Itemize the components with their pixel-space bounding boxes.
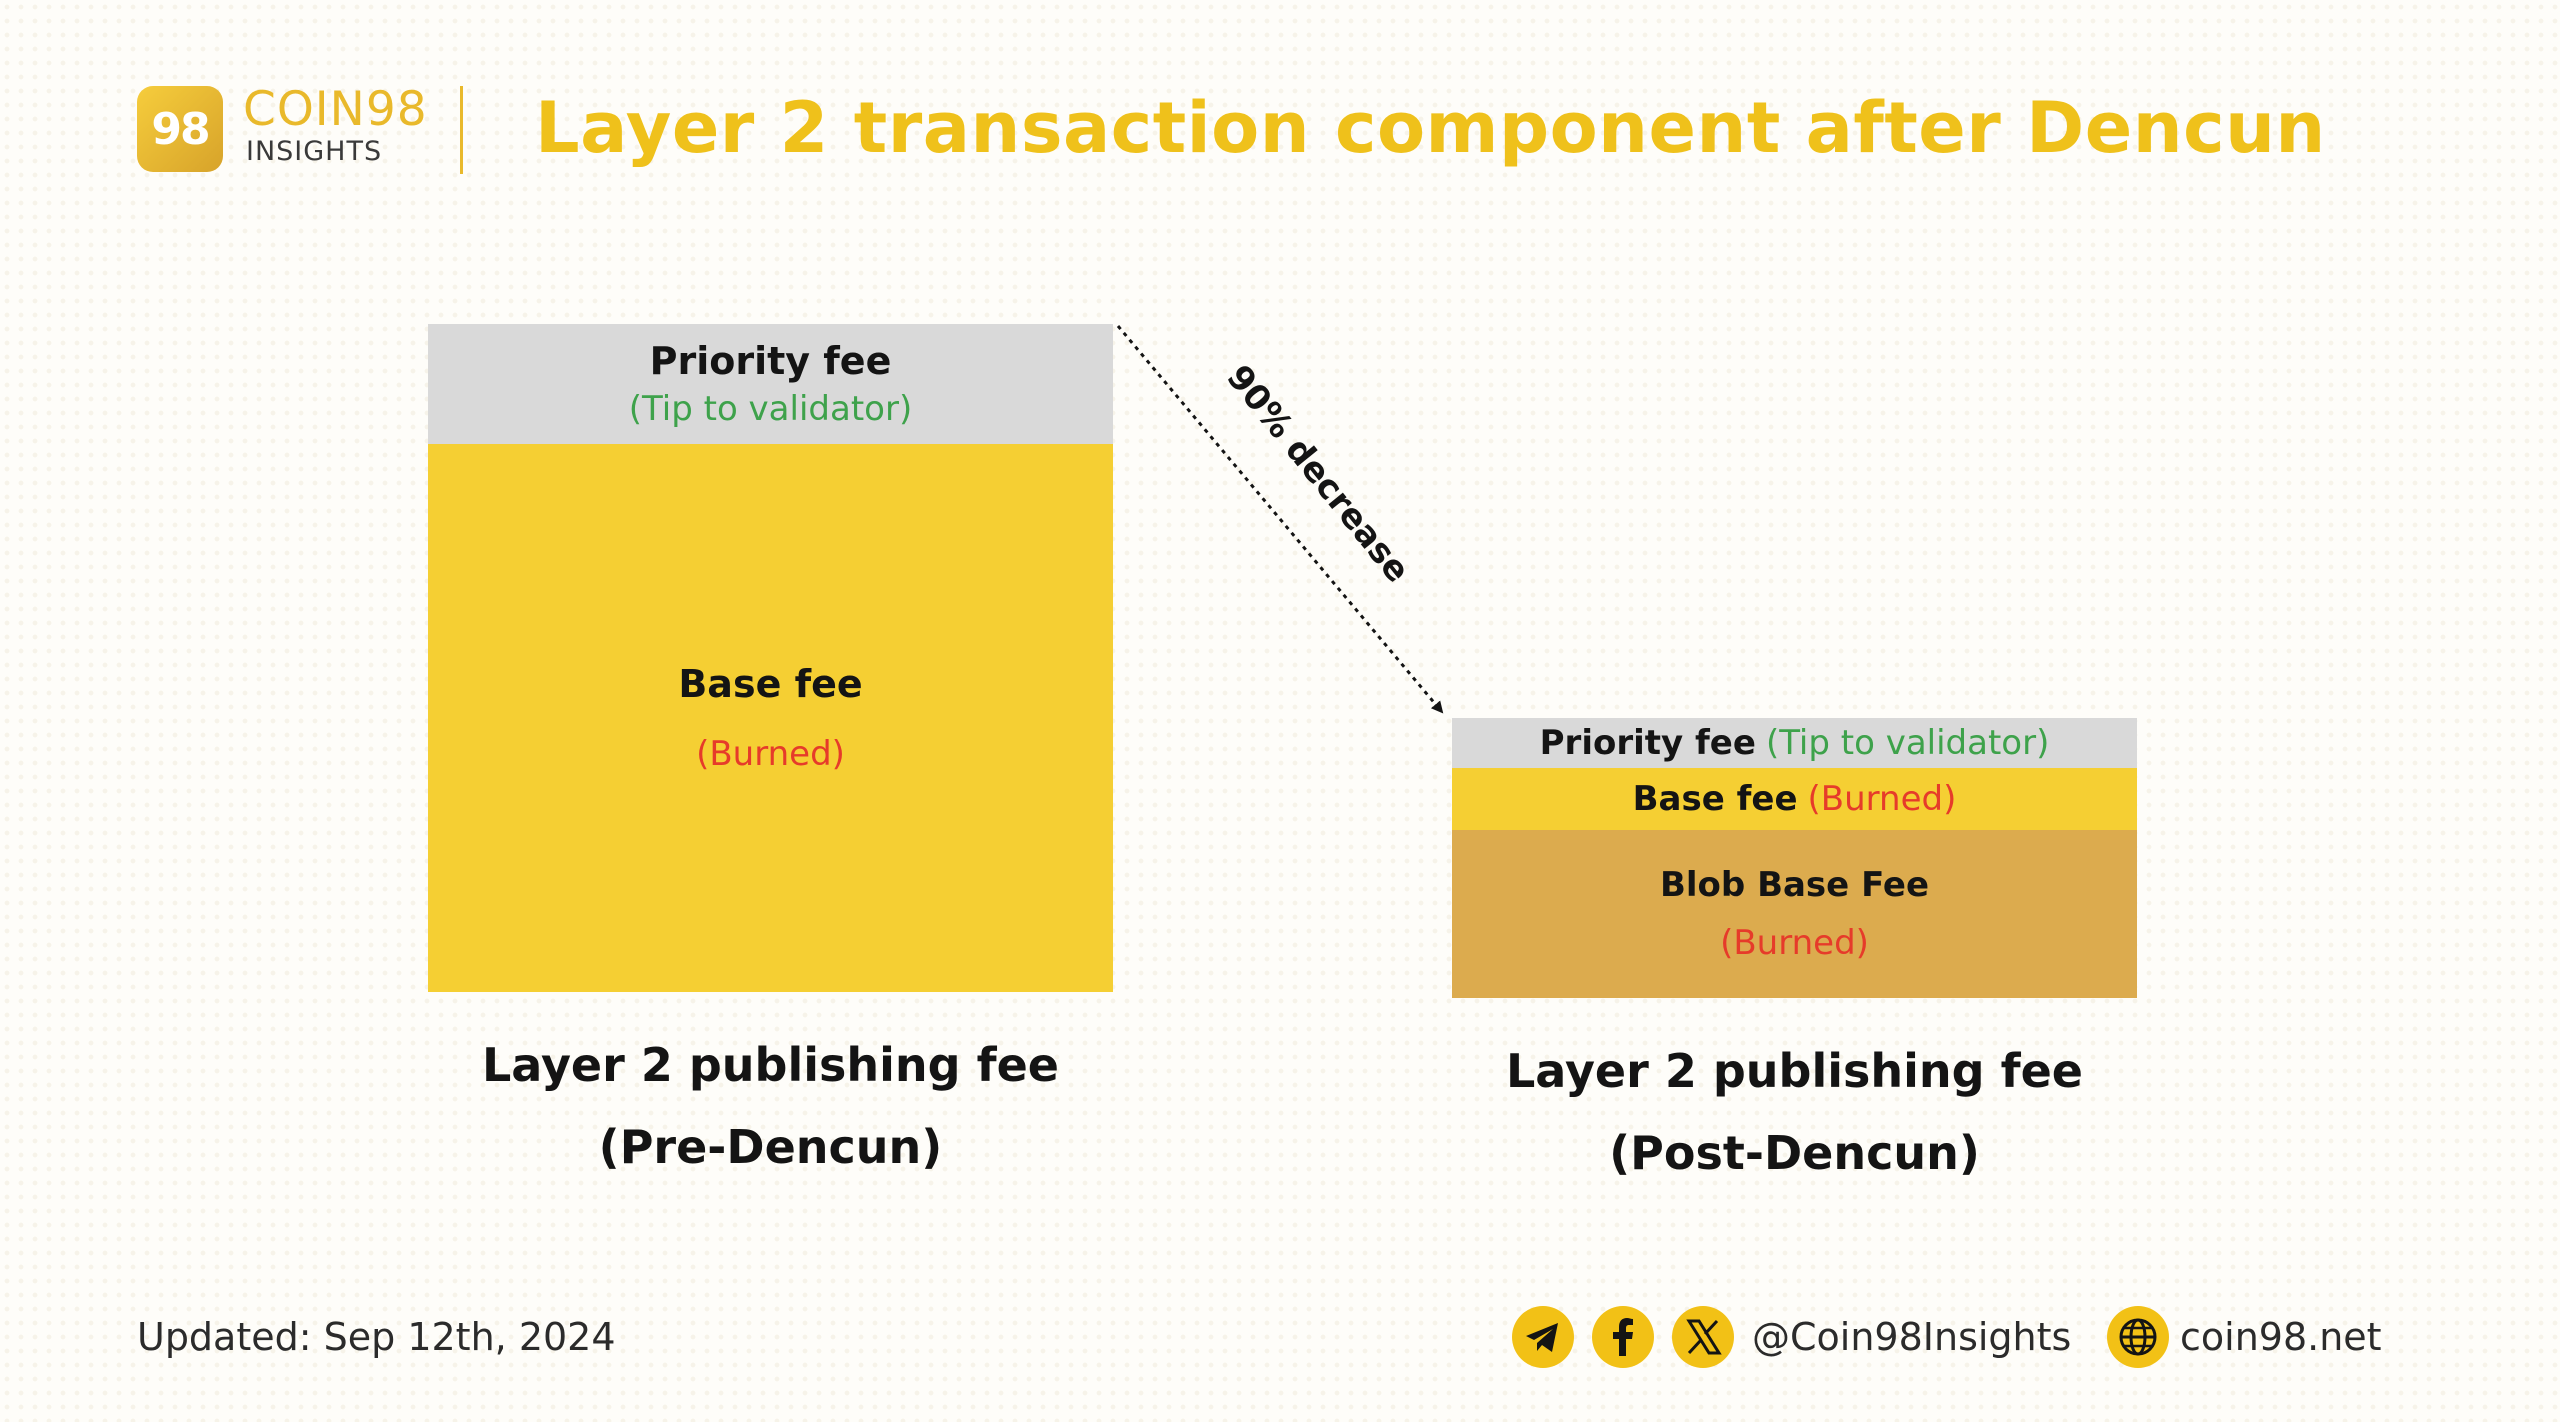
pre-dencun-caption-sub: (Pre-Dencun): [598, 1120, 943, 1174]
post-priority-fee-block: Priority fee (Tip to validator): [1452, 718, 2137, 768]
post-blob-fee-label: Blob Base Fee: [1659, 865, 1930, 905]
post-priority-fee-label: Priority fee: [1539, 723, 1756, 763]
page-title: Layer 2 transaction component after Denc…: [535, 87, 2326, 169]
post-base-fee-note: (Burned): [1807, 779, 1957, 819]
post-dencun-caption-sub: (Post-Dencun): [1609, 1126, 1980, 1180]
telegram-icon[interactable]: [1512, 1306, 1574, 1368]
post-dencun-caption: Layer 2 publishing fee: [1506, 1044, 2083, 1098]
pre-priority-fee-label: Priority fee: [649, 339, 892, 383]
post-blob-fee-note: (Burned): [1720, 923, 1869, 963]
pre-base-fee-block: Base fee (Burned): [428, 444, 1113, 992]
post-blob-base-fee-block: Blob Base Fee (Burned): [1452, 830, 2137, 998]
pre-base-fee-label: Base fee: [678, 662, 863, 706]
globe-icon[interactable]: [2107, 1306, 2169, 1368]
post-priority-fee-note: (Tip to validator): [1765, 723, 2050, 763]
coin98-logo-icon: 98: [137, 86, 223, 172]
decrease-arrow: [1116, 325, 1444, 714]
pre-dencun-caption: Layer 2 publishing fee: [482, 1038, 1059, 1092]
logo-brand-name: COIN98: [243, 82, 428, 137]
logo-brand-subtitle: INSIGHTS: [246, 136, 383, 167]
post-base-fee-block: Base fee (Burned): [1452, 768, 2137, 830]
header-divider: [460, 86, 463, 174]
pre-priority-fee-block: Priority fee (Tip to validator): [428, 324, 1113, 444]
pre-priority-fee-note: (Tip to validator): [628, 389, 913, 429]
post-base-fee-label: Base fee: [1632, 779, 1798, 819]
facebook-icon[interactable]: [1592, 1306, 1654, 1368]
website-link[interactable]: coin98.net: [2180, 1315, 2382, 1359]
x-icon[interactable]: [1672, 1306, 1734, 1368]
pre-base-fee-note: (Burned): [696, 734, 845, 774]
updated-date: Updated: Sep 12th, 2024: [137, 1315, 616, 1359]
social-handle[interactable]: @Coin98Insights: [1752, 1315, 2072, 1359]
